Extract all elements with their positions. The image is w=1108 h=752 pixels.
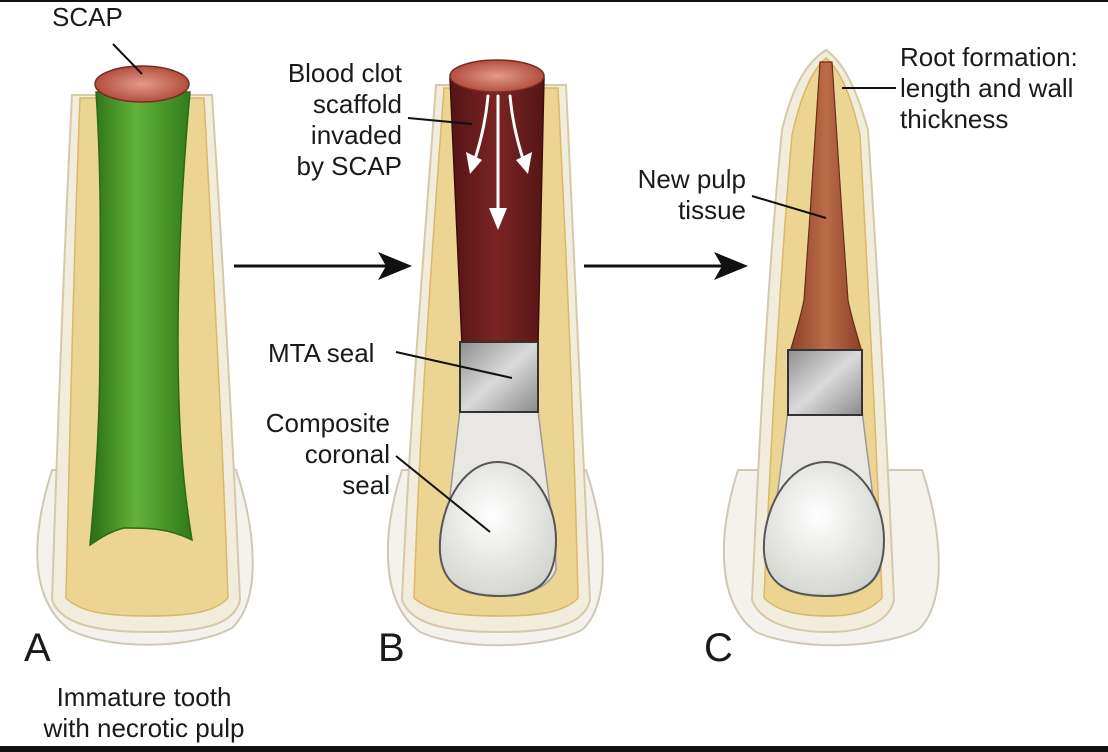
label-composite: Composite coronal seal xyxy=(230,408,390,501)
tooth-a-scap xyxy=(94,65,190,103)
leader-lines xyxy=(112,43,896,533)
label-blood-clot-line-4: by SCAP xyxy=(296,151,403,181)
label-blood-clot: Blood clot scaffold invaded by SCAP xyxy=(250,58,402,182)
label-blood-clot-line-2: scaffold xyxy=(312,89,402,119)
tooth-c xyxy=(722,48,940,647)
label-scap: SCAP xyxy=(52,2,123,32)
label-mta-seal: MTA seal xyxy=(268,338,375,368)
leader-mta-seal xyxy=(395,351,513,379)
tooth-c-composite-seal xyxy=(762,460,886,598)
caption-line-1: Immature tooth xyxy=(56,682,232,712)
label-blood-clot-line-1: Blood clot xyxy=(287,58,402,88)
step-arrow-a-to-b xyxy=(234,252,412,280)
step-arrow-a-to-b-head xyxy=(378,252,412,280)
label-root-formation: Root formation: length and wall thicknes… xyxy=(900,42,1078,135)
tooth-b xyxy=(386,59,604,647)
label-new-pulp: New pulp tissue xyxy=(600,164,746,226)
frame-bottom-border xyxy=(0,746,1108,752)
caption-panel-a: Immature tooth with necrotic pulp xyxy=(24,682,264,744)
invasion-arrow-right xyxy=(508,94,526,164)
tooth-c-mta-seal xyxy=(787,349,863,416)
invasion-arrow-left xyxy=(472,94,490,164)
step-arrow-b-to-c xyxy=(584,252,748,280)
leader-new-pulp xyxy=(751,195,827,219)
panel-label-a: A xyxy=(24,626,51,670)
invasion-arrowhead-left xyxy=(466,152,482,174)
tooth-b-composite-seal xyxy=(438,460,558,598)
leader-blood-clot xyxy=(407,117,473,125)
tooth-b-mta-seal xyxy=(459,341,539,413)
frame-top-border xyxy=(0,0,1108,2)
tooth-b-invasion-arrows xyxy=(472,94,526,222)
tooth-a xyxy=(36,65,254,646)
leader-composite xyxy=(395,455,491,533)
panel-label-b: B xyxy=(378,626,405,670)
label-new-pulp-line-2: tissue xyxy=(678,195,746,225)
label-new-pulp-line-1: New pulp xyxy=(637,164,746,194)
invasion-arrowhead-center xyxy=(489,208,507,230)
label-root-formation-line-3: thickness xyxy=(900,104,1009,134)
label-blood-clot-line-3: invaded xyxy=(310,120,402,150)
label-root-formation-line-2: length and wall xyxy=(900,73,1074,103)
label-composite-line-2: coronal xyxy=(304,439,390,469)
tooth-a-necrotic-pulp xyxy=(89,91,193,547)
label-composite-line-1: Composite xyxy=(265,408,390,438)
label-root-formation-line-1: Root formation: xyxy=(900,42,1078,72)
panel-label-c: C xyxy=(704,626,733,670)
tooth-b-scap xyxy=(449,59,545,93)
tooth-b-invasion-arrowheads xyxy=(466,152,532,230)
invasion-arrowhead-right xyxy=(516,152,532,174)
label-composite-line-3: seal xyxy=(342,470,390,500)
leader-scap xyxy=(112,43,143,75)
caption-line-2: with necrotic pulp xyxy=(43,713,245,743)
step-arrow-b-to-c-head xyxy=(714,252,748,280)
